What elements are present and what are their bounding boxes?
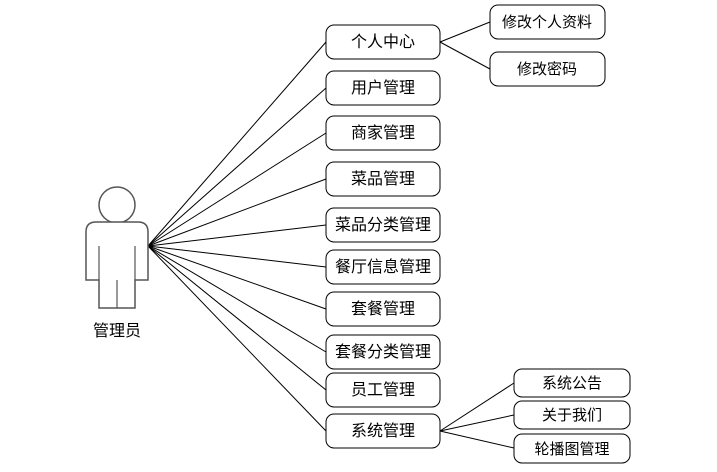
node-carousel-management[interactable]: 轮播图管理	[513, 433, 631, 464]
node-change-password-label: 修改密码	[517, 60, 577, 78]
connector-system-management-to-system-announcement	[439, 382, 515, 432]
node-staff-management[interactable]: 员工管理	[325, 372, 441, 408]
connector-actor-to-set-meal-management	[147, 245, 327, 310]
node-restaurant-info-management[interactable]: 餐厅信息管理	[325, 249, 441, 285]
node-dish-management-label: 菜品管理	[351, 169, 415, 188]
node-system-announcement-label: 系统公告	[542, 374, 602, 392]
actor-admin: 管理员	[85, 186, 149, 340]
node-edit-profile[interactable]: 修改个人资料	[489, 4, 606, 40]
node-edit-profile-label: 修改个人资料	[502, 13, 592, 31]
connector-actor-to-merchant-management	[147, 132, 327, 247]
node-staff-management-label: 员工管理	[351, 380, 415, 399]
node-about-us-label: 关于我们	[542, 406, 602, 424]
connector-actor-to-personal-center	[147, 41, 327, 247]
node-system-management[interactable]: 系统管理	[325, 413, 441, 449]
node-dish-management[interactable]: 菜品管理	[325, 161, 441, 197]
connector-actor-to-set-meal-category-management	[147, 245, 327, 353]
node-set-meal-category-management-label: 套餐分类管理	[335, 342, 431, 361]
node-set-meal-management-label: 套餐管理	[351, 299, 415, 318]
actor-body	[85, 221, 149, 309]
node-set-meal-category-management[interactable]: 套餐分类管理	[325, 334, 441, 370]
node-dish-category-management-label: 菜品分类管理	[335, 215, 431, 234]
connectors	[147, 21, 515, 449]
node-personal-center[interactable]: 个人中心	[325, 24, 441, 60]
main-nodes: 个人中心 用户管理 商家管理 菜品管理 菜品分类管理 餐厅信息管理	[325, 24, 441, 449]
node-dish-category-management[interactable]: 菜品分类管理	[325, 207, 441, 243]
node-user-management[interactable]: 用户管理	[325, 70, 441, 106]
node-system-announcement[interactable]: 系统公告	[513, 368, 631, 398]
node-personal-center-label: 个人中心	[351, 32, 415, 51]
node-merchant-management[interactable]: 商家管理	[325, 115, 441, 151]
actor-head	[98, 186, 136, 224]
node-set-meal-management[interactable]: 套餐管理	[325, 291, 441, 327]
node-restaurant-info-management-label: 餐厅信息管理	[335, 257, 431, 276]
sub-nodes: 修改个人资料 修改密码 系统公告 关于我们 轮播图管理	[489, 4, 631, 464]
connector-actor-to-system-management	[147, 245, 327, 432]
connector-actor-to-dish-management	[147, 178, 327, 247]
connector-actor-to-user-management	[147, 87, 327, 247]
connector-actor-to-staff-management	[147, 245, 327, 391]
connector-actor-to-restaurant-info-management	[147, 245, 327, 268]
connector-personal-center-to-change-password	[439, 41, 491, 70]
node-about-us[interactable]: 关于我们	[513, 400, 631, 430]
connector-system-management-to-about-us	[439, 414, 515, 432]
connector-personal-center-to-edit-profile	[439, 21, 491, 43]
connector-system-management-to-carousel-management	[439, 430, 515, 449]
node-system-management-label: 系统管理	[351, 421, 415, 440]
node-carousel-management-label: 轮播图管理	[534, 440, 609, 458]
connector-actor-to-dish-category-management	[147, 224, 327, 247]
node-merchant-management-label: 商家管理	[351, 123, 415, 142]
node-user-management-label: 用户管理	[351, 78, 415, 97]
node-change-password[interactable]: 修改密码	[489, 51, 606, 87]
actor-label: 管理员	[93, 321, 141, 340]
